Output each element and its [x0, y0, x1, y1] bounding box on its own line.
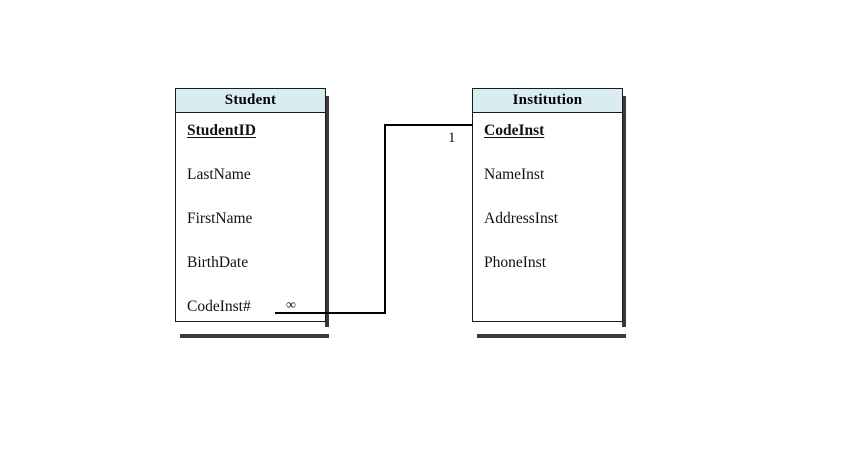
field-student-lastname: LastName: [187, 166, 251, 183]
cardinality-one-label: 1: [448, 130, 456, 146]
field-institution-nameinst: NameInst: [484, 166, 545, 183]
entity-institution[interactable]: Institution CodeInst NameInst AddressIns…: [472, 88, 623, 322]
field-row[interactable]: CodeInst: [473, 122, 622, 166]
student-box-shadow-right: [325, 96, 329, 327]
institution-box-shadow-right: [622, 96, 626, 327]
field-row[interactable]: LastName: [176, 166, 325, 210]
field-row[interactable]: CodeInst#: [176, 298, 325, 342]
student-box-shadow-bottom: [180, 334, 329, 338]
field-row[interactable]: StudentID: [176, 122, 325, 166]
entity-institution-fields: CodeInst NameInst AddressInst PhoneInst: [473, 113, 622, 298]
cardinality-many-label: ∞: [286, 298, 296, 313]
entity-student[interactable]: Student StudentID LastName FirstName Bir…: [175, 88, 326, 322]
entity-institution-title: Institution: [512, 92, 583, 108]
field-student-firstname: FirstName: [187, 210, 253, 227]
field-row[interactable]: BirthDate: [176, 254, 325, 298]
relationship-line-segment-vertical[interactable]: [384, 124, 386, 314]
relationship-line-segment-to-institution[interactable]: [384, 124, 473, 126]
entity-student-title: Student: [224, 92, 277, 108]
field-institution-addressinst: AddressInst: [484, 210, 559, 227]
field-row[interactable]: NameInst: [473, 166, 622, 210]
field-row[interactable]: AddressInst: [473, 210, 622, 254]
field-student-studentid: StudentID: [187, 122, 256, 139]
entity-student-header: Student: [176, 89, 325, 113]
relationship-line-segment-from-student[interactable]: [275, 312, 386, 314]
field-row[interactable]: PhoneInst: [473, 254, 622, 298]
field-institution-codeinst: CodeInst: [484, 122, 545, 139]
entity-student-fields: StudentID LastName FirstName BirthDate C…: [176, 113, 325, 342]
institution-box-shadow-bottom: [477, 334, 626, 338]
field-student-codeinst-fk: CodeInst#: [187, 298, 251, 315]
field-institution-phoneinst: PhoneInst: [484, 254, 546, 271]
field-student-birthdate: BirthDate: [187, 254, 249, 271]
field-row[interactable]: FirstName: [176, 210, 325, 254]
entity-institution-header: Institution: [473, 89, 622, 113]
